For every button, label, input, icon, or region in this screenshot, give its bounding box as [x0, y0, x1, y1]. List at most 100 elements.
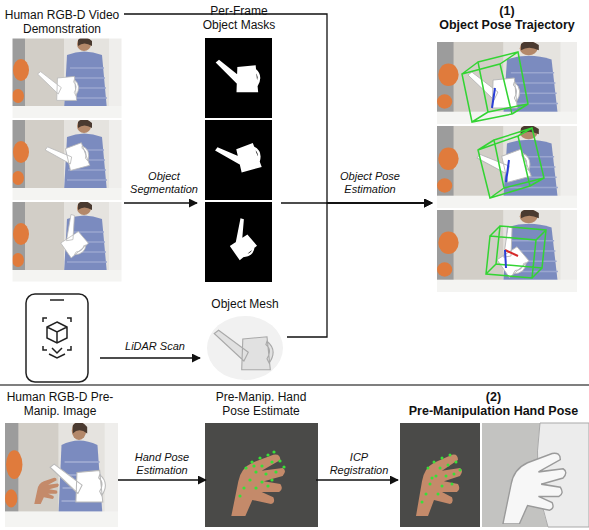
mask-frames: [205, 38, 272, 118]
registered-hand-image: [400, 423, 480, 527]
flow-arrow: [287, 203, 432, 337]
phone-icon: [26, 294, 88, 382]
result-panel: (2)Pre-Manipulation Hand Pose: [398, 390, 589, 527]
section-divider: [0, 384, 589, 386]
hand-estimate-image: [250, 460, 253, 463]
pre-manip-image: [50, 464, 105, 502]
hand-estimate-image: [231, 454, 285, 516]
registered-hand-image: [439, 467, 442, 470]
video-frames: [12, 38, 122, 282]
pose-axes: [492, 88, 518, 268]
hand-estimate-image: [278, 459, 281, 462]
video-frames: [38, 72, 79, 101]
panel-title: Pre-Manipulation Hand Pose: [398, 404, 589, 418]
registered-hand-image: [429, 483, 432, 486]
hand-estimate-image: [260, 480, 263, 483]
pose-frames: [468, 72, 520, 108]
hand-estimate-image: [205, 423, 318, 527]
mask-frames: [205, 202, 272, 282]
registered-hand-image: [441, 485, 444, 488]
pre-manip-image: [5, 422, 118, 527]
hand-estimate-image: [266, 453, 269, 456]
mask-frames: [205, 200, 272, 202]
edge-label: Hand Pose Estimation: [124, 451, 200, 477]
hand-estimate-image: [258, 456, 261, 459]
pose-boxes: [478, 128, 544, 198]
panel-title: Pre-Manip. Hand Pose Estimate: [206, 390, 316, 418]
lidar-arrow: [100, 357, 200, 358]
mesh-panel: Object Mesh: [203, 297, 287, 381]
pose-axes: [505, 250, 518, 256]
video-frames: [12, 201, 122, 282]
hand-estimate-image: [205, 423, 318, 527]
registered-hand-image: [421, 501, 424, 504]
registered-hand-image: [416, 454, 462, 516]
hand-estimate-image: [254, 486, 257, 489]
phone-icon: [26, 294, 88, 382]
phone-icon: [43, 318, 71, 350]
panel-title: Per-Frame Object Masks: [197, 4, 281, 32]
video-frames: [45, 137, 92, 175]
image-panel: Pre-Manip. Hand Pose Estimate: [206, 390, 316, 527]
pose-frames: [437, 125, 577, 208]
mask-frames: [205, 118, 272, 120]
hand-estimate-image: [238, 494, 241, 497]
hand-estimate-image: [252, 464, 255, 467]
flow-arrow: [124, 202, 197, 203]
registered-hand-image: [421, 454, 462, 504]
phone-icon: [49, 348, 65, 358]
hand-estimate-image: [266, 484, 269, 487]
object-mesh: [207, 316, 283, 380]
panel-title: Object Mesh: [203, 297, 287, 311]
pose-axes: [506, 160, 509, 182]
pose-boxes: [462, 52, 546, 278]
registered-hand-image: [427, 467, 430, 470]
video-frames: [12, 37, 122, 282]
edge-label: Object Segmentation: [126, 170, 202, 196]
registered-hand-image: [435, 475, 438, 478]
registered-hand-image: [437, 493, 440, 496]
registered-hand-image: [459, 469, 462, 472]
hand-estimate-image: [270, 460, 273, 463]
object-mesh: [214, 330, 273, 370]
hand-estimate-image: [260, 464, 263, 467]
mask-frames: [205, 120, 272, 200]
panel-title: Human RGB-D Pre-Manip. Image: [2, 390, 118, 418]
flow-arrow: [124, 14, 432, 203]
hand-estimate-image: [238, 450, 285, 497]
edge-label: ICP Registration: [322, 451, 396, 477]
hand-estimate-image: [270, 478, 273, 481]
mask-frames: [205, 38, 272, 282]
video-panel: Human RGB-D Video Demonstration: [0, 8, 124, 282]
pose-frames: [437, 41, 577, 292]
registered-hand-image: [400, 423, 589, 527]
pose-frames: [437, 41, 577, 124]
callout-number: (2): [398, 390, 589, 404]
registered-hand-image: [441, 457, 444, 460]
registered-hand-image: [453, 473, 456, 476]
image-panel: Human RGB-D Pre-Manip. Image: [2, 390, 118, 527]
panel-title: Object Pose Trajectory: [432, 18, 582, 32]
flow-arrow: [118, 479, 206, 480]
hand-estimate-image: [242, 486, 245, 489]
pre-manip-image: [34, 478, 59, 504]
mask-frames: [214, 137, 263, 178]
registered-hand-image: [455, 461, 458, 464]
mask-panel: Per-Frame Object Masks: [197, 4, 281, 282]
pre-manip-image: [5, 422, 118, 527]
pose-frames: [437, 209, 577, 292]
callout-number: (1): [432, 4, 582, 18]
panel-title: Human RGB-D Video Demonstration: [0, 8, 124, 36]
registered-hand-image: [433, 461, 436, 464]
hand-estimate-image: [264, 472, 267, 475]
video-frames: [51, 213, 95, 259]
registered-hand-image: [445, 475, 448, 478]
hand-estimate-image: [254, 470, 257, 473]
video-frames: [12, 37, 122, 118]
mask-frames: [216, 60, 261, 92]
result-panel: (1)Object Pose Trajectory: [432, 4, 582, 292]
video-frames: [12, 119, 122, 200]
hand-estimate-image: [244, 466, 247, 469]
